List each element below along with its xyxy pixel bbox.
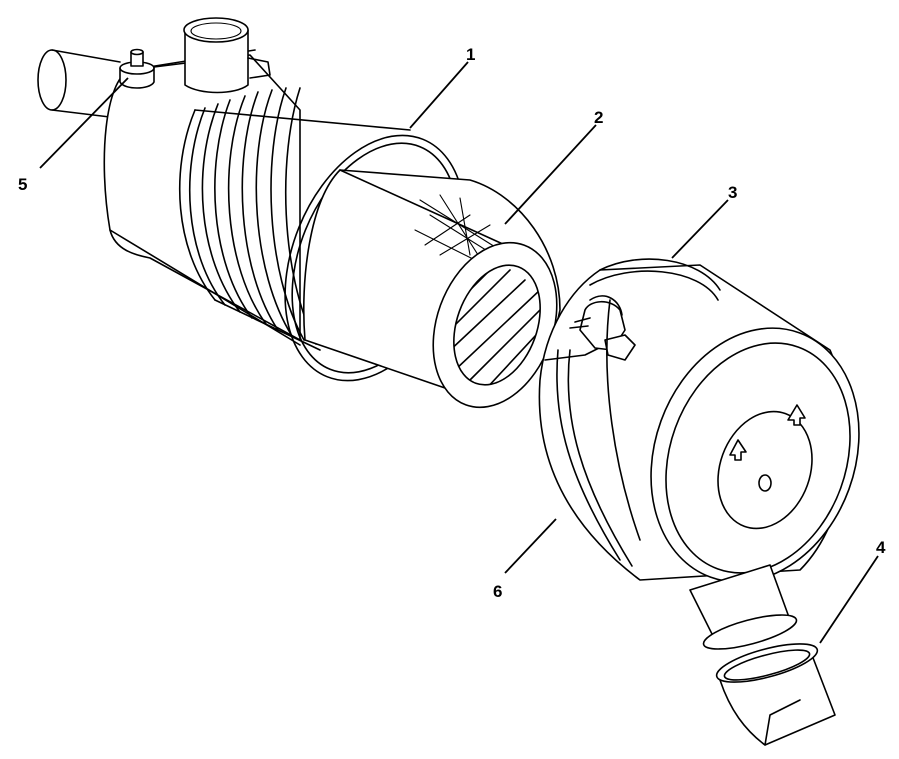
callout-6: 6	[493, 582, 502, 601]
part-3-cover	[538, 258, 860, 583]
leader-line-2	[504, 124, 597, 225]
part-4-outlet-tube	[689, 564, 836, 746]
leader-line-6	[504, 518, 557, 574]
callout-5: 5	[18, 175, 27, 194]
callout-1: 1	[466, 45, 475, 64]
callout-4: 4	[876, 538, 886, 557]
callout-2: 2	[594, 108, 603, 127]
part-5-fitting	[119, 48, 155, 89]
callout-3: 3	[728, 183, 737, 202]
part-2-filter-element	[302, 169, 561, 409]
leader-line-3	[671, 199, 729, 259]
air-cleaner-housing	[37, 17, 411, 351]
leader-line-1	[409, 61, 469, 129]
leader-line-5	[39, 77, 129, 169]
part-6-cover-band	[606, 299, 641, 541]
leader-line-4	[819, 555, 879, 644]
